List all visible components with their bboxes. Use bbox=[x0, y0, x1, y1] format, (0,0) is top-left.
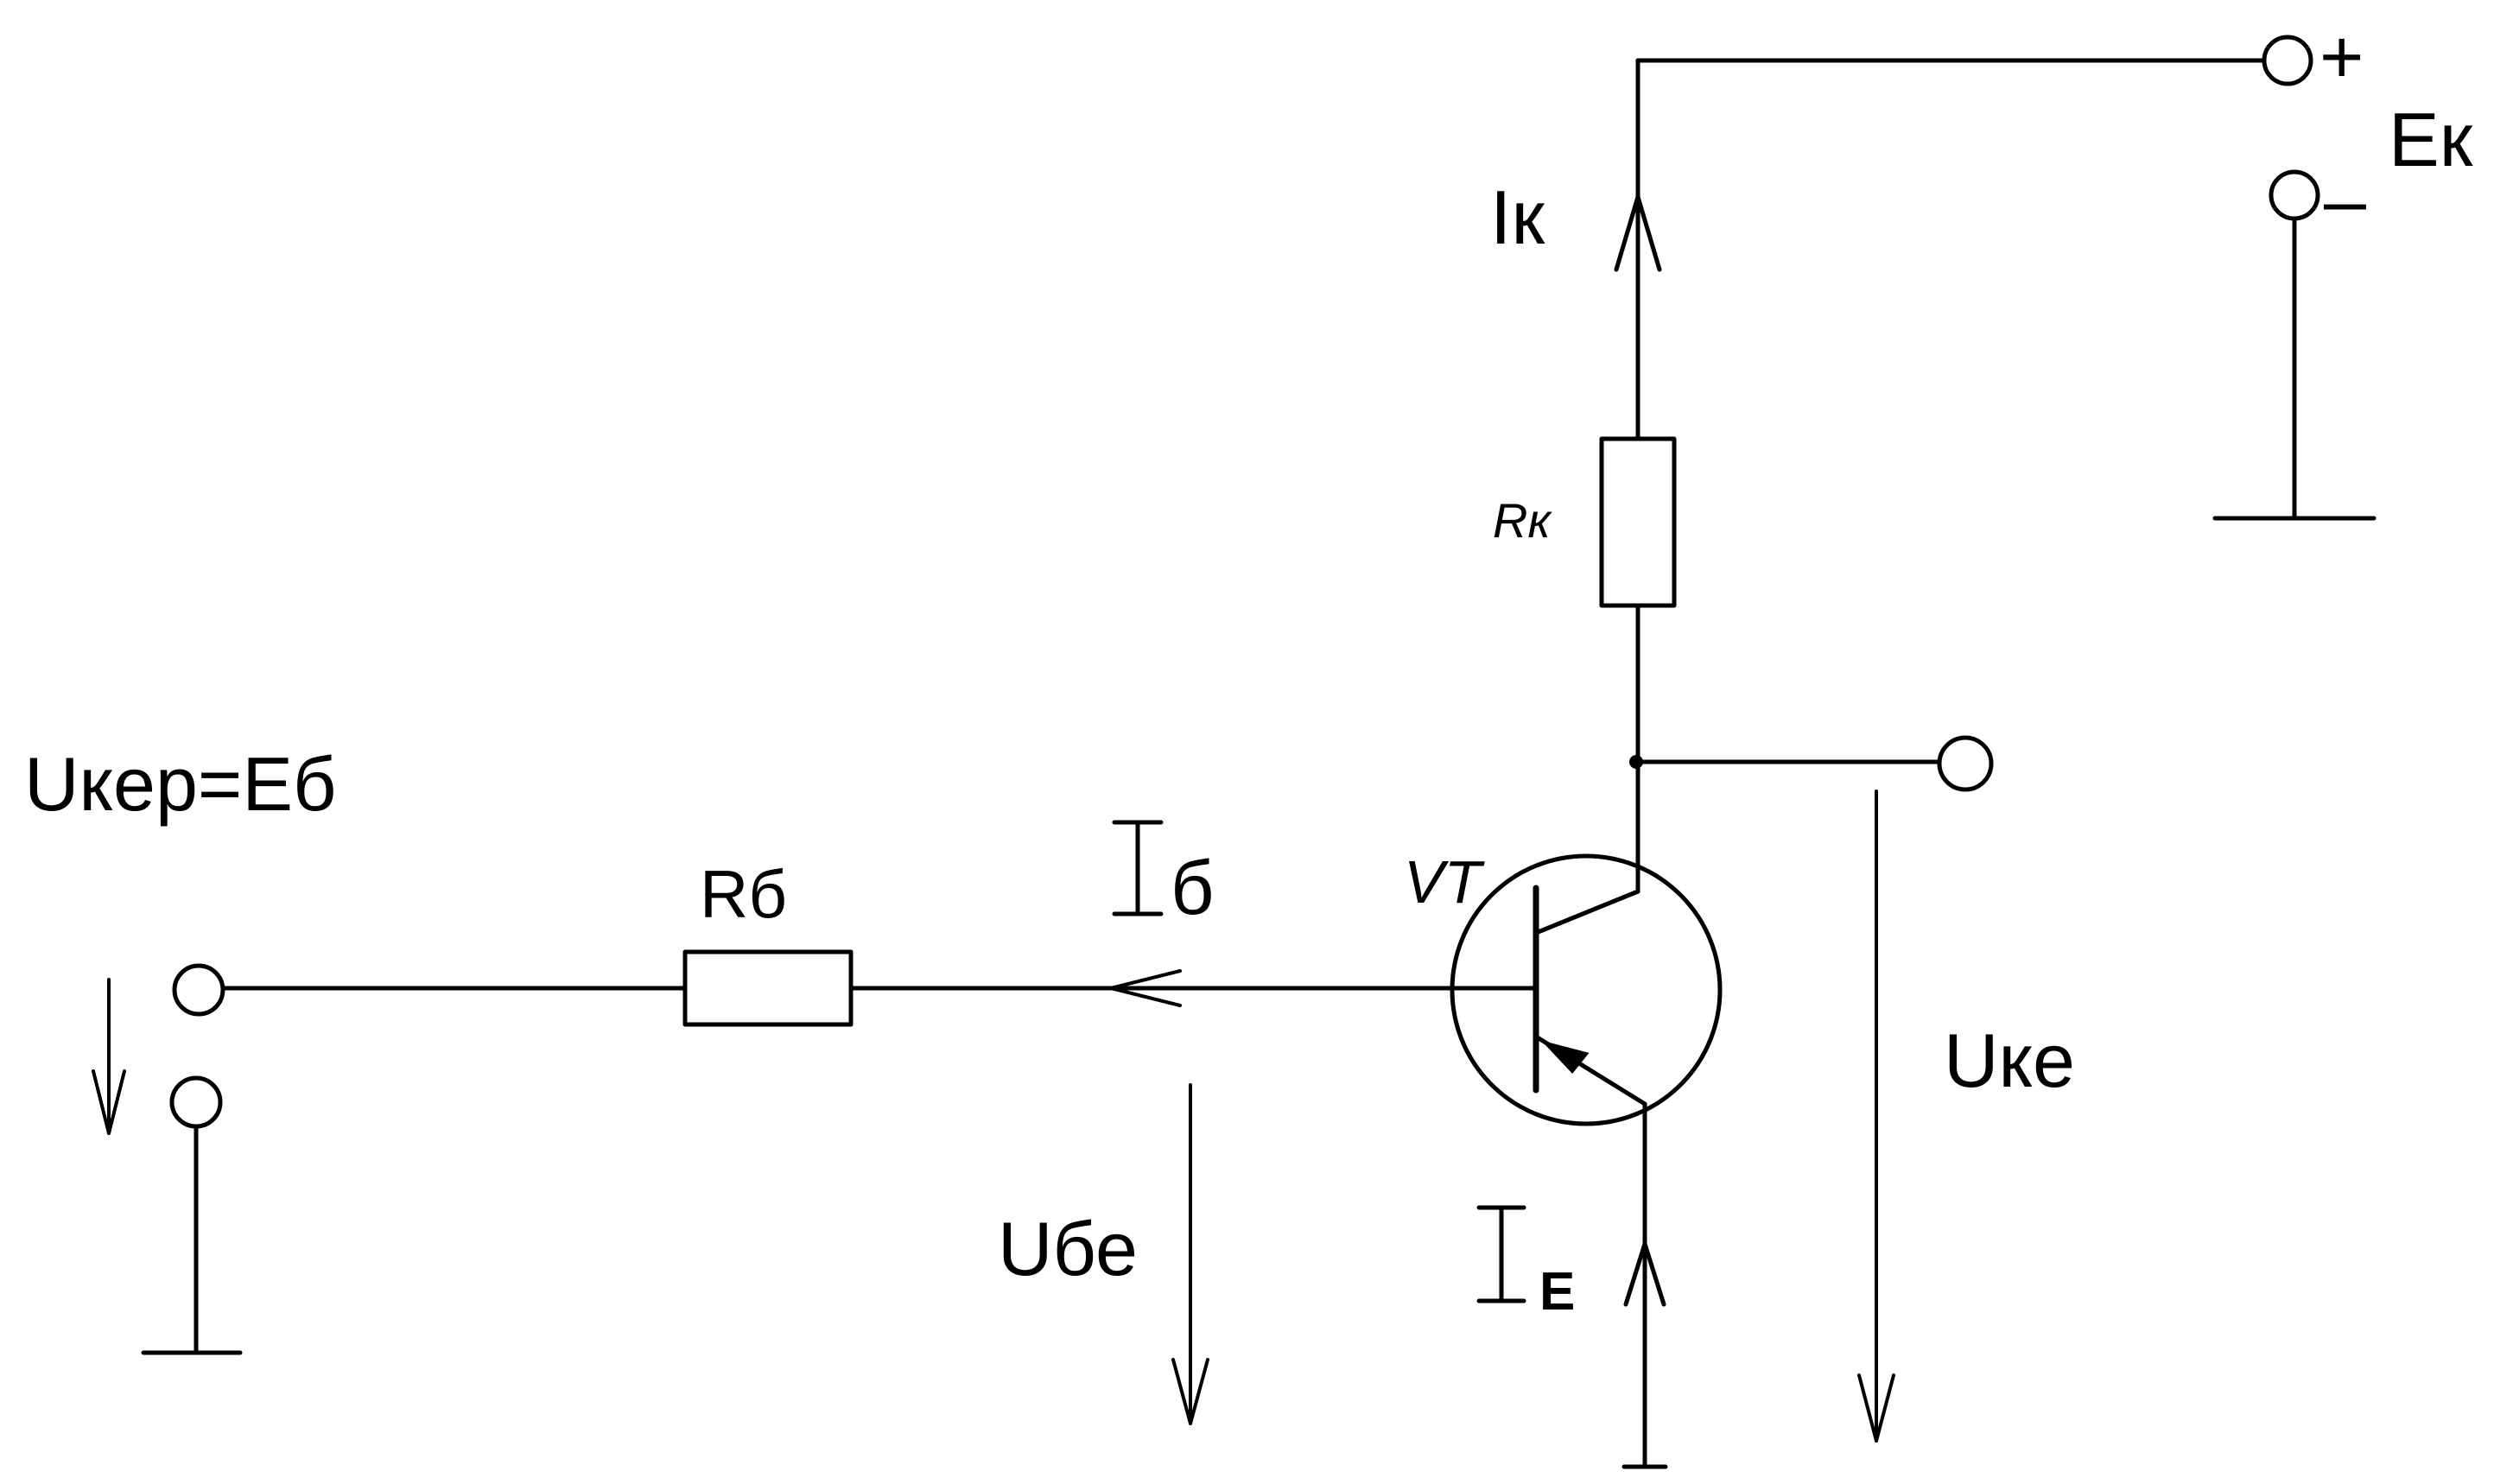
emitter-current-label: E bbox=[1476, 1205, 1575, 1322]
input-terminal-bottom bbox=[169, 1075, 223, 1129]
output-terminal bbox=[1937, 735, 1994, 792]
emitter-current-arrow bbox=[1623, 1241, 1666, 1307]
base-resistor bbox=[682, 949, 854, 1027]
transistor-emitter-arrow bbox=[1540, 1040, 1590, 1075]
collector-emitter-voltage-arrowhead bbox=[1857, 1373, 1895, 1443]
collector-emitter-voltage-label: Uке bbox=[1944, 1018, 2075, 1103]
transistor-label: VT bbox=[1404, 848, 1485, 916]
supply-plus-sign: + bbox=[2319, 14, 2364, 99]
transistor-collector-lead bbox=[1533, 889, 1640, 935]
supply-minus-terminal bbox=[2269, 169, 2320, 221]
collector-current-label: Iк bbox=[1490, 174, 1545, 260]
base-emitter-voltage-label: Uбе bbox=[998, 1206, 1138, 1291]
base-current-arrow bbox=[1109, 969, 1182, 1007]
emitter-current-subscript: E bbox=[1539, 1262, 1575, 1322]
collector-current-arrow bbox=[1614, 194, 1662, 272]
base-emitter-voltage-arrowhead bbox=[1171, 1358, 1209, 1425]
base-current-label: б bbox=[1112, 820, 1214, 930]
collector-resistor-label: Rк bbox=[1493, 493, 1552, 548]
input-terminal-top bbox=[172, 963, 225, 1017]
base-resistor-label: Rб bbox=[700, 856, 787, 932]
input-voltage-label: Uкер=Eб bbox=[24, 741, 336, 827]
collector-resistor bbox=[1599, 436, 1677, 608]
supply-plus-terminal bbox=[2262, 35, 2313, 86]
input-voltage-arrowhead bbox=[92, 1069, 126, 1135]
base-current-subscript: б bbox=[1171, 845, 1214, 930]
supply-label: Eк bbox=[2389, 97, 2473, 182]
supply-minus-sign: – bbox=[2324, 157, 2366, 243]
